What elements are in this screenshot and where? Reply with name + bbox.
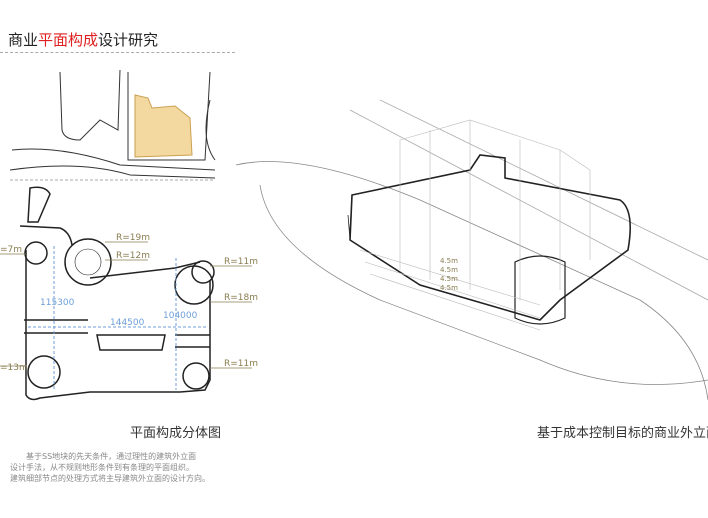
label-r11-top: R=11m [224, 257, 258, 267]
description-line: 建筑细部节点的处理方式将主导建筑外立面的设计方向。 [10, 474, 210, 483]
floor-height-labels: 4.5m 4.5m 4.5m 4.5m [440, 257, 458, 292]
description: 基于SS地块的先天条件，通过理性的建筑外立面 设计手法，从不规则地形条件到有条理… [10, 451, 210, 484]
description-line: 设计手法，从不规则地形条件到有条理的平面组织。 [10, 463, 194, 472]
floor-height: 4.5m [440, 284, 458, 292]
label-r19: R=19m [116, 233, 150, 243]
label-r12: R=12m [116, 251, 150, 261]
label-r13: =13m [0, 363, 28, 373]
title-divider [0, 52, 235, 53]
title-highlight: 平面构成 [38, 31, 99, 49]
site-plot [134, 94, 193, 158]
label-r7: =7m [0, 245, 22, 255]
plan-caption: 平面构成分体图 [130, 426, 222, 441]
title-prefix: 商业 [8, 31, 39, 49]
plan-diagram [0, 186, 252, 401]
radius-labels: R=19m R=12m R=11m R=18m R=11m =7m =13m 1… [0, 233, 258, 373]
label-r18: R=18m [224, 293, 258, 303]
description-line: 基于SS地块的先天条件，通过理性的建筑外立面 [26, 452, 197, 461]
floor-height: 4.5m [440, 266, 458, 274]
floor-height: 4.5m [440, 275, 458, 283]
dim-144500: 144500 [110, 318, 145, 328]
page-title: 商业平面构成设计研究 [8, 29, 158, 50]
site-map [9, 69, 216, 181]
perspective-drawing [235, 99, 708, 401]
title-suffix: 设计研究 [98, 31, 159, 49]
perspective-caption: 基于成本控制目标的商业外立面 [537, 426, 708, 441]
dim-104000: 104000 [163, 311, 198, 321]
floor-height: 4.5m [440, 257, 458, 265]
label-r11-bottom: R=11m [224, 359, 258, 369]
dim-115300: 115300 [40, 298, 75, 308]
